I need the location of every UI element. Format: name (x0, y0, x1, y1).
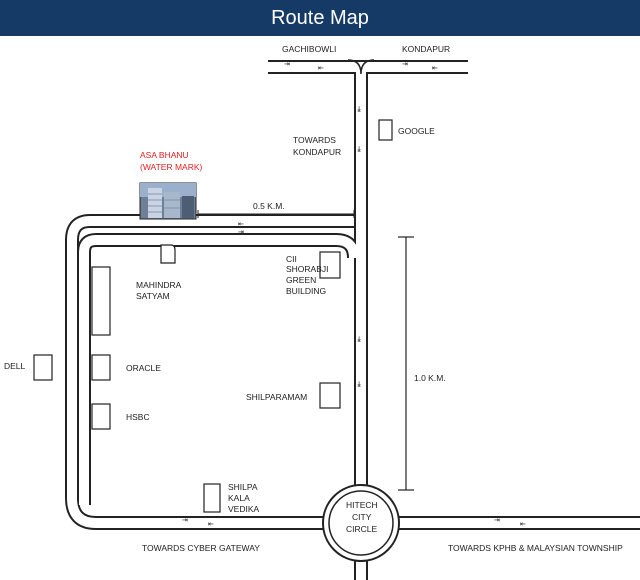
label-cii-1: CII (286, 254, 297, 264)
svg-text:⇥: ⇥ (238, 228, 244, 236)
mahindra-satyam-building (91, 266, 111, 336)
svg-text:⇥: ⇥ (355, 336, 363, 342)
asa-bhanu-building-image (139, 182, 197, 220)
page-title: Route Map (271, 7, 369, 29)
svg-text:⇤: ⇤ (432, 64, 438, 72)
label-shilpa-1: SHILPA (228, 482, 258, 492)
svg-text:⇥: ⇥ (402, 60, 408, 68)
label-shilpa-3: VEDIKA (228, 504, 260, 514)
svg-text:⇥: ⇥ (355, 106, 363, 112)
shilparamam-building (319, 382, 341, 409)
svg-text:⇥: ⇥ (355, 146, 363, 152)
roads (65, 59, 640, 580)
map-labels: GACHIBOWLI KONDAPUR TOWARDS KONDAPUR GOO… (4, 44, 623, 553)
label-mahindra-1: MAHINDRA (136, 280, 182, 290)
svg-text:⇤: ⇤ (238, 220, 244, 228)
label-google: GOOGLE (398, 126, 435, 136)
google-building (378, 119, 393, 141)
label-cii-4: BUILDING (286, 286, 326, 296)
label-cii-2: SHORABJI (286, 264, 329, 274)
svg-text:⇤: ⇤ (520, 520, 526, 528)
label-hitech-3: CIRCLE (346, 524, 378, 534)
svg-text:⇥: ⇥ (355, 381, 363, 387)
oracle-building (91, 354, 111, 381)
label-hsbc: HSBC (126, 412, 150, 422)
label-oracle: ORACLE (126, 363, 161, 373)
label-towards-kondapur-2: KONDAPUR (293, 147, 341, 157)
label-gachibowli: GACHIBOWLI (282, 44, 336, 54)
label-towards-kondapur-1: TOWARDS (293, 135, 336, 145)
label-towards-cyber: TOWARDS CYBER GATEWAY (142, 543, 260, 553)
label-distance-long: 1.0 K.M. (414, 373, 446, 383)
label-distance-short: 0.5 K.M. (253, 201, 285, 211)
label-dell: DELL (4, 361, 26, 371)
label-towards-kphb: TOWARDS KPHB & MALAYSIAN TOWNSHIP (448, 543, 623, 553)
label-kondapur: KONDAPUR (402, 44, 450, 54)
svg-text:⇥: ⇥ (494, 516, 500, 524)
label-hitech-2: CITY (352, 512, 372, 522)
label-cii-3: GREEN (286, 275, 316, 285)
hsbc-building (91, 403, 111, 430)
svg-text:⇤: ⇤ (318, 64, 324, 72)
svg-text:⇥: ⇥ (182, 516, 188, 524)
label-shilpa-2: KALA (228, 493, 250, 503)
dell-building (33, 354, 53, 381)
title-bar: Route Map (0, 0, 640, 36)
shilpa-kala-building (203, 483, 221, 513)
label-asa-bhanu-1: ASA BHANU (140, 150, 189, 160)
landmarks (33, 119, 393, 513)
label-shilparamam: SHILPARAMAM (246, 392, 307, 402)
label-asa-bhanu-2: (WATER MARK) (140, 162, 202, 172)
label-hitech-1: HITECH (346, 500, 378, 510)
svg-text:⇥: ⇥ (284, 60, 290, 68)
svg-text:⇤: ⇤ (208, 520, 214, 528)
direction-arrows: ⇥ ⇤ ⇥ ⇤ ⇤ ⇥ ⇥ ⇤ ⇥ ⇤ ⇥ ⇥ ⇥ ⇥ (182, 60, 526, 528)
distance-markers (197, 210, 414, 491)
label-mahindra-2: SATYAM (136, 291, 170, 301)
cii-building (319, 251, 341, 279)
mahindra-marker (160, 244, 176, 264)
